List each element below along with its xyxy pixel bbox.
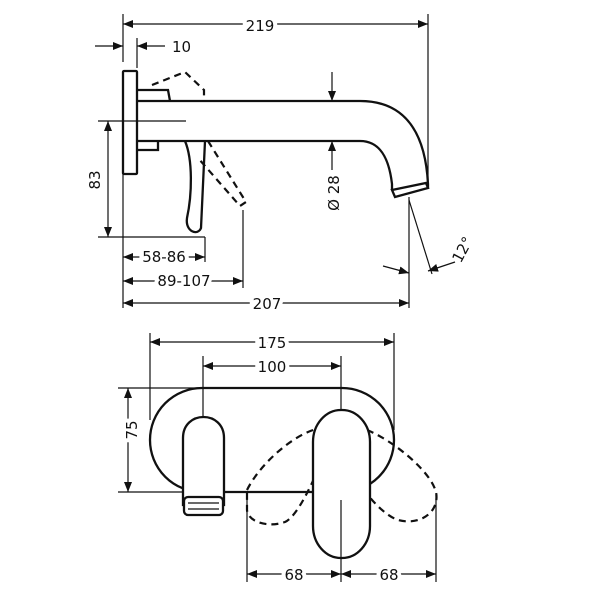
side-spout-tip (390, 181, 430, 199)
front-spout (181, 415, 226, 507)
dim-100: 100 (258, 358, 287, 376)
dim-83: 83 (86, 170, 104, 189)
dim-219: 219 (246, 17, 275, 35)
side-spout (137, 99, 430, 190)
side-lever (183, 140, 207, 234)
side-wall-plate (121, 69, 139, 176)
dim-10: 10 (172, 38, 191, 56)
dim-89-107: 89-107 (157, 272, 210, 290)
front-view: 175 100 75 68 68 (118, 330, 438, 588)
dim-68-right: 68 (379, 566, 398, 584)
front-lever-alt-left (245, 426, 332, 526)
dim-68-left: 68 (284, 566, 303, 584)
side-mount-housing (137, 88, 172, 152)
dim-175: 175 (258, 334, 287, 352)
side-view: 219 10 83 Ø 28 12° 58-86 89-107 207 (82, 13, 477, 317)
front-spout-aerator (182, 495, 225, 517)
front-lever-alt-right (360, 428, 438, 523)
side-lever-alt-up (151, 70, 206, 101)
dim-75: 75 (123, 420, 141, 439)
dim-diameter-28: Ø 28 (325, 175, 343, 211)
dim-12-degrees: 12° (448, 234, 476, 266)
side-lever-alt-down (197, 140, 248, 208)
dim-207: 207 (253, 295, 282, 313)
dim-58-86: 58-86 (142, 248, 186, 266)
front-cover-plate (148, 386, 396, 494)
